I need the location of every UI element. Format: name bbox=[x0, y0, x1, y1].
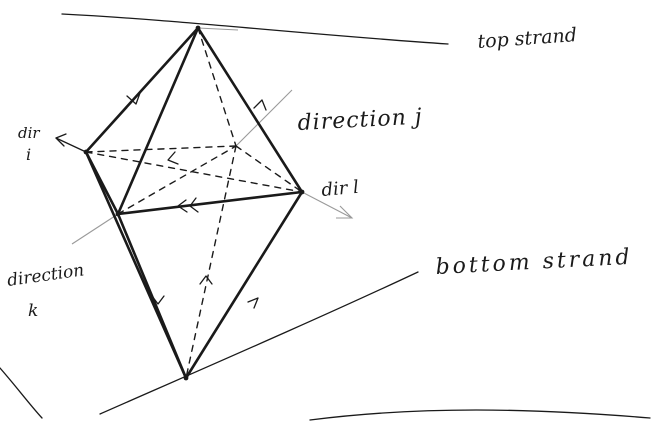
edge-top-right bbox=[198, 28, 302, 192]
dir-i-label-line1: dir bbox=[18, 124, 40, 142]
edge-tick bbox=[168, 152, 178, 164]
top-strand-label: top strand bbox=[477, 24, 578, 53]
dir-l-arrowhead bbox=[336, 206, 352, 218]
bottom-strand-label: bottom strand bbox=[435, 245, 633, 280]
bottom-boundary-curve bbox=[310, 410, 650, 420]
edge-left-back bbox=[86, 146, 236, 152]
direction-k-guide bbox=[72, 214, 118, 244]
vertex-left bbox=[84, 150, 89, 155]
vertex-front bbox=[116, 212, 121, 217]
edge-tick bbox=[200, 276, 212, 284]
dir-l-label: dir l bbox=[321, 177, 360, 201]
top-vertex-arrow bbox=[198, 28, 238, 30]
direction-j-label: direction j bbox=[297, 104, 423, 136]
vertex-right bbox=[300, 190, 305, 195]
vertex-bottom bbox=[184, 376, 189, 381]
top-strand-line bbox=[62, 14, 448, 44]
edge-top-back bbox=[198, 28, 236, 146]
edge-top-front bbox=[118, 28, 198, 214]
dir-i-label-line2: i bbox=[26, 145, 31, 164]
left-boundary-curve bbox=[0, 368, 42, 418]
direction-k-label-line2: k bbox=[28, 301, 38, 321]
edge-back-right bbox=[236, 146, 302, 192]
edge-tick bbox=[254, 100, 266, 110]
edge-back-bottom bbox=[186, 146, 236, 378]
direction-j-guide bbox=[236, 90, 292, 146]
dir-i-arrow bbox=[56, 138, 86, 152]
edge-front-back bbox=[118, 146, 236, 214]
vertex-top bbox=[196, 26, 201, 31]
edge-left-right bbox=[86, 152, 302, 192]
edge-front-right bbox=[118, 192, 302, 214]
edge-tick bbox=[248, 298, 258, 308]
direction-k-label-line1: direction bbox=[6, 260, 86, 291]
edge-top-left bbox=[86, 28, 198, 152]
